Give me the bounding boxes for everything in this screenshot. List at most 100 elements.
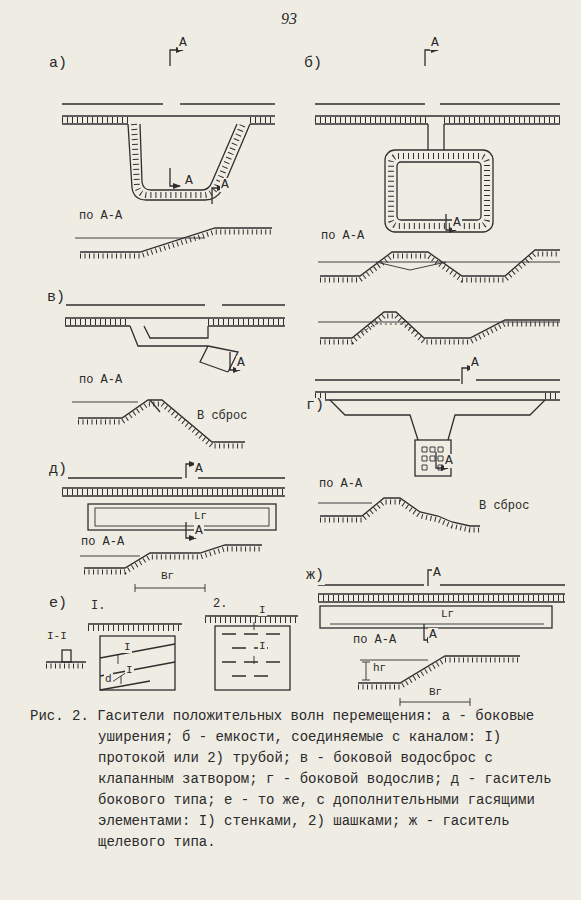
- side-weir-section-stroke: [318, 503, 372, 504]
- pipe-connection-section: [318, 312, 560, 342]
- side-damper-plan: [62, 464, 285, 538]
- variant-number: 2.: [212, 598, 228, 611]
- side-weir-plan: [315, 368, 560, 476]
- side-weir-plan-stroke: [422, 447, 443, 470]
- reservoir-section-stroke: [320, 250, 560, 276]
- side-spillway-plan-stroke: [65, 317, 285, 318]
- section-mark: А: [452, 216, 462, 230]
- side-spillway-plan-stroke: [130, 326, 238, 372]
- page-number: 93: [280, 10, 298, 28]
- side-damper-plan-stroke: [62, 495, 285, 496]
- slot-damper-section: [358, 656, 520, 706]
- damping-walls-plan-stroke: [100, 644, 175, 690]
- side-widening-plan: [62, 50, 275, 200]
- section-mark: А: [194, 524, 204, 538]
- dimension-label: Bг: [428, 686, 443, 698]
- slot-damper-section-stroke: [400, 698, 470, 706]
- reservoir-plan-stroke: [397, 162, 481, 220]
- section-mark: I: [123, 641, 132, 653]
- side-weir-section: [318, 498, 480, 530]
- section-mark: А: [470, 356, 480, 370]
- side-spillway-plan-stroke: [65, 319, 285, 325]
- section-mark: А: [184, 174, 194, 188]
- section-mark: А: [178, 36, 188, 50]
- section-mark: А: [428, 628, 438, 642]
- side-weir-plan-stroke: [315, 393, 560, 399]
- side-damper-plan-stroke: [95, 508, 269, 526]
- side-widening-plan-stroke: [62, 123, 275, 124]
- section-mark: А: [432, 566, 442, 580]
- section-title: по А-А: [352, 634, 397, 647]
- section-mark: А: [236, 356, 246, 370]
- slot-damper-plan-stroke: [320, 606, 552, 628]
- slot-damper-plan-stroke: [318, 593, 565, 594]
- side-damper-plan-stroke: [62, 487, 285, 488]
- side-widening-plan-stroke: [170, 168, 180, 186]
- side-damper-section-stroke: [84, 549, 262, 572]
- section-title: по А-А: [78, 374, 123, 387]
- side-weir-section-stroke: [320, 502, 480, 530]
- side-widening-plan-stroke: [62, 117, 275, 123]
- outlet-note: В сброс: [478, 500, 530, 513]
- side-widening-plan-stroke: [170, 50, 183, 66]
- section-mark: I: [258, 604, 267, 616]
- pipe-connection-section-stroke: [362, 324, 416, 332]
- section-mark: I: [258, 640, 267, 652]
- side-widening-plan-stroke: [62, 115, 275, 116]
- damping-walls-plan-stroke: [88, 623, 182, 624]
- reservoir-section: [318, 250, 560, 280]
- walls-section-I-I: [46, 650, 86, 666]
- damping-walls-plan-stroke: [118, 655, 121, 684]
- pipe-connection-section-stroke: [320, 312, 560, 338]
- reservoir-plan-stroke: [425, 50, 438, 66]
- reservoir-plan-stroke: [428, 124, 444, 150]
- section-title: по А-А: [318, 478, 363, 491]
- damping-blocks-plan-stroke: [215, 626, 290, 690]
- side-damper-section-stroke: [135, 584, 205, 592]
- side-spillway-section-stroke: [150, 400, 160, 412]
- walls-section-I-I-stroke: [62, 650, 71, 662]
- dimension-label: d: [104, 673, 113, 685]
- reservoir-plan: [315, 50, 560, 232]
- reservoir-section-stroke: [320, 254, 560, 280]
- reservoir-plan-stroke: [315, 115, 560, 116]
- dimension-label: Lг: [440, 608, 455, 620]
- damping-walls-plan-stroke: [100, 636, 175, 690]
- slot-damper-plan-stroke: [318, 595, 565, 601]
- dimension-label: Lг: [193, 510, 208, 522]
- damping-blocks-plan: [205, 616, 298, 690]
- walls-section-I-I-stroke: [46, 664, 86, 669]
- pipe-connection-section-stroke: [320, 316, 560, 342]
- figure-letter: а): [48, 56, 68, 73]
- figure-letter: д): [48, 462, 68, 479]
- side-spillway-section-stroke: [72, 402, 138, 403]
- side-spillway-plan-stroke: [65, 304, 285, 305]
- slot-damper-plan-stroke: [318, 601, 565, 602]
- side-damper-plan-stroke: [62, 477, 285, 478]
- section-title: по А-А: [320, 230, 365, 243]
- section-mark: I: [125, 664, 134, 676]
- side-weir-plan-stroke: [315, 399, 560, 400]
- section-title: по А-А: [80, 536, 125, 549]
- slot-damper-section-stroke: [360, 660, 428, 661]
- damping-blocks-plan-stroke: [254, 622, 255, 664]
- side-widening-plan-stroke: [128, 124, 250, 200]
- side-damper-section-stroke: [80, 556, 140, 557]
- side-spillway-plan-stroke: [65, 325, 285, 326]
- reservoir-section-stroke: [376, 262, 446, 270]
- section-mark: I-I: [46, 630, 68, 642]
- slot-damper-section-stroke: [358, 656, 520, 683]
- slot-damper-plan-stroke: [318, 584, 565, 585]
- reservoir-plan-stroke: [391, 156, 487, 226]
- section-mark: А: [220, 178, 230, 192]
- side-weir-plan-stroke: [462, 368, 474, 384]
- dimension-label: hг: [372, 662, 387, 674]
- side-damper-plan-stroke: [62, 489, 285, 495]
- damping-blocks-plan-stroke: [222, 634, 280, 676]
- figure-letter: б): [303, 56, 323, 73]
- slot-damper-plan: [318, 570, 565, 640]
- reservoir-plan-stroke: [315, 103, 560, 104]
- figure-letter: г): [305, 398, 325, 415]
- side-spillway-plan-stroke: [144, 326, 208, 338]
- figure-caption: Рис. 2. Гасители положительных волн пере…: [30, 706, 575, 853]
